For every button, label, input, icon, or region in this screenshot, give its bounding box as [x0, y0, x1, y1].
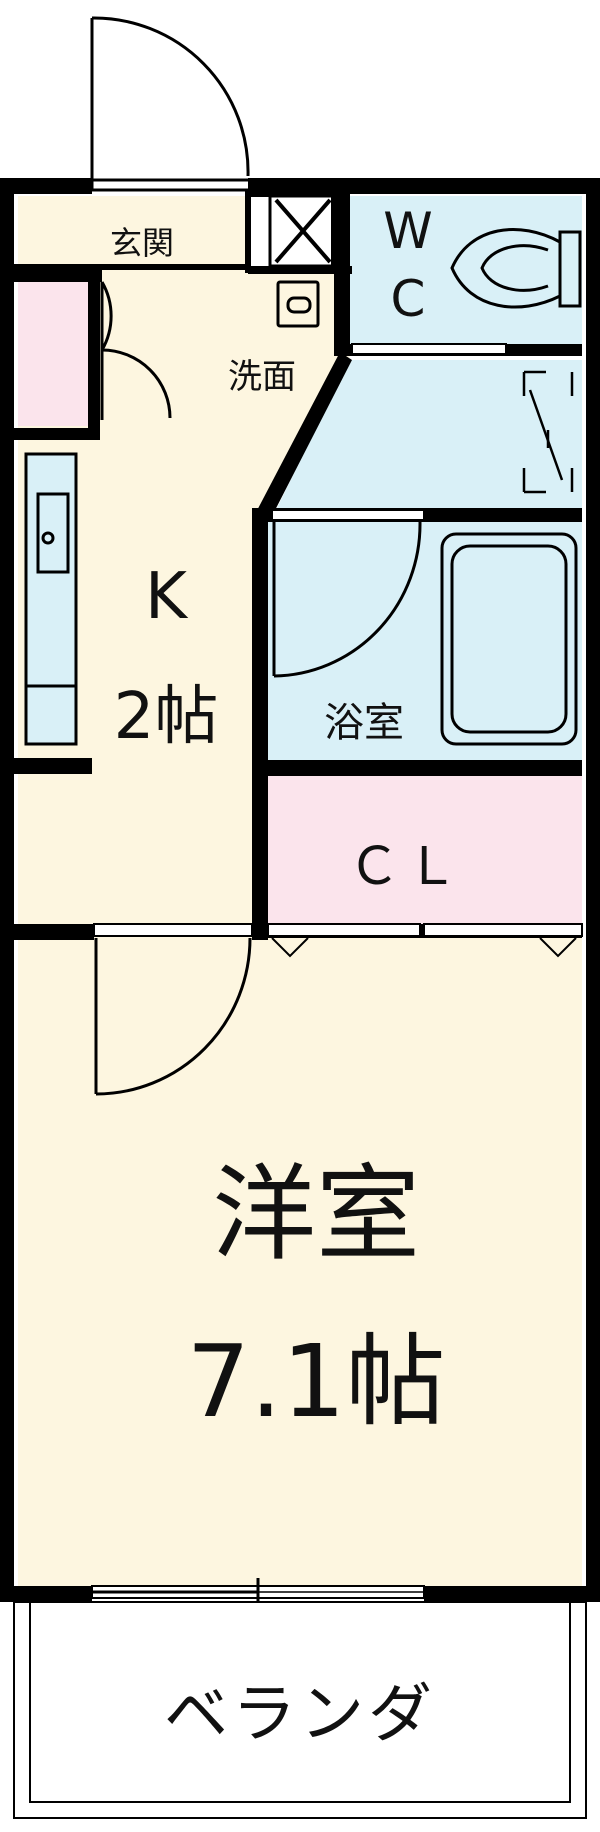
- laundry-floor: [275, 360, 582, 512]
- bath-door: [271, 509, 425, 678]
- bath-label: 浴室: [324, 700, 404, 746]
- room-labels: 玄関 洗面 W C K 2帖 浴室 ＣＬ 洋室 7.1帖 ベランダ: [94, 202, 464, 1752]
- washroom-label: 洗面: [228, 357, 296, 397]
- washroom-floor: [252, 270, 350, 512]
- veranda-sliding-door: [91, 1578, 425, 1610]
- western-room-label: 洋室: [212, 1153, 420, 1275]
- western-room-floor: [18, 938, 582, 1586]
- kitchen-label: K: [145, 560, 189, 634]
- entrance-door: [90, 16, 252, 192]
- washbasin-icon: [276, 280, 320, 328]
- toilet-icon: [450, 228, 582, 309]
- outer-walls: [0, 178, 600, 1602]
- wc-label-c: C: [391, 270, 426, 328]
- western-door: [93, 923, 253, 1096]
- pipe-shaft-icon: [268, 194, 336, 268]
- floor-fills: [18, 196, 582, 1586]
- bathtub-icon: [440, 532, 578, 746]
- entrance-label: 玄関: [110, 224, 174, 262]
- closet-label: ＣＬ: [348, 837, 464, 897]
- kitchen-size-label: 2帖: [114, 680, 219, 754]
- closet-doors: [267, 923, 583, 958]
- kitchen-counter-icon: [24, 452, 78, 746]
- closet-floor: [268, 776, 582, 932]
- shoe-cabinet-doors: [100, 281, 172, 420]
- veranda-label: ベランダ: [164, 1678, 436, 1752]
- wc-label-w: W: [383, 202, 432, 260]
- washing-machine-space-icon: [522, 370, 574, 494]
- interior-walls: [0, 191, 582, 940]
- wc-floor: [350, 196, 582, 356]
- western-room-size-label: 7.1帖: [186, 1323, 445, 1440]
- veranda: [13, 1601, 587, 1819]
- bath-floor: [268, 518, 582, 760]
- entrance-storage-floor: [18, 274, 88, 426]
- wc-door: [351, 343, 507, 355]
